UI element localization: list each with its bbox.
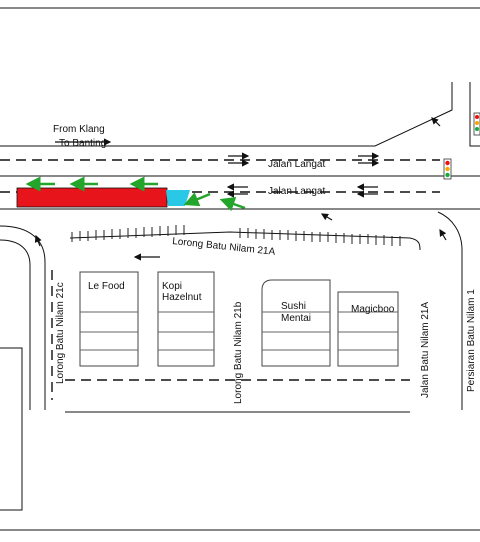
shop-sushi-line1: Sushi — [281, 301, 306, 312]
persiaran-label: Persiaran Batu Nilam 1 — [466, 289, 477, 392]
shop-kopi-line1: Kopi — [162, 281, 182, 292]
shop-magicboo: Magicboo — [351, 304, 395, 315]
shop-sushi-line2: Mentai — [281, 313, 311, 324]
green-traffic-arrows — [25, 176, 246, 212]
persiaran-road — [437, 211, 463, 410]
lorong-21b-label: Lorong Batu Nilam 21b — [233, 301, 244, 404]
lorong-21a-label: Lorong Batu Nilam 21A — [172, 236, 276, 258]
jalan-langat-lower-label: Jalan Langat — [268, 186, 325, 197]
parking-bays-top — [71, 225, 401, 246]
turn-arrows — [34, 117, 447, 247]
shop-le-food: Le Food — [88, 281, 125, 292]
left-building — [0, 347, 23, 511]
lane-arrows — [55, 138, 380, 261]
shop-lot-block-2 — [261, 279, 399, 367]
shop-lot-block-1 — [79, 271, 215, 367]
jalan-21a-label: Jalan Batu Nilam 21A — [420, 302, 431, 398]
shop-kopi-line2: Hazelnut — [162, 292, 202, 303]
from-klang-label: From Klang — [53, 124, 105, 135]
congestion-bar — [16, 187, 168, 208]
to-banting-label: To Banting — [59, 138, 106, 149]
traffic-light — [443, 158, 452, 180]
traffic-light-corner — [473, 112, 480, 136]
service-road — [0, 225, 421, 413]
jalan-langat-upper-label: Jalan Langat — [268, 159, 325, 170]
lorong-21c-label: Lorong Batu Nilam 21c — [55, 282, 66, 384]
